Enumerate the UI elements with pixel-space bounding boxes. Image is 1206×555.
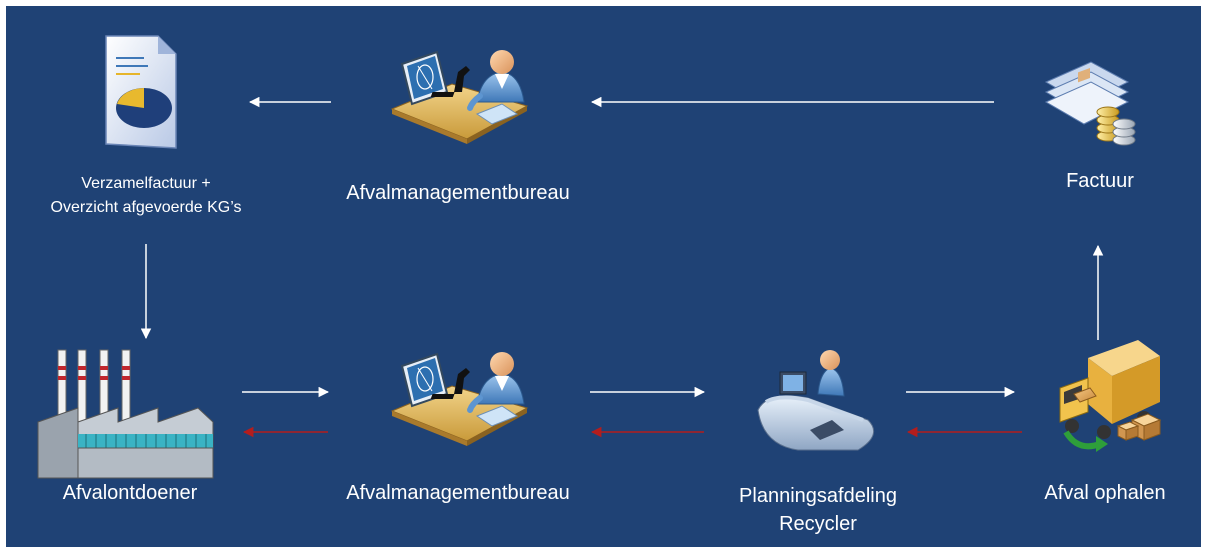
invoice-coins-icon	[1044, 61, 1136, 146]
office-worker-microscope-icon	[392, 352, 527, 446]
pickup-label: Afval ophalen	[1044, 482, 1166, 504]
invoice-label: Factuur	[1066, 170, 1134, 192]
waste-office-bottom-label: Afvalmanagementbureau	[346, 482, 570, 504]
factory-icon	[37, 349, 214, 479]
document-pie-chart-icon	[105, 35, 177, 149]
delivery-truck-icon	[1059, 340, 1162, 452]
planning-label-line2: Recycler	[779, 513, 857, 535]
invoice-summary-label-line1: Verzamelfactuur +	[81, 175, 211, 192]
office-worker-microscope-icon	[392, 50, 527, 144]
planning-label-line1: Planningsafdeling	[739, 485, 897, 507]
waste-producer-label: Afvalontdoener	[62, 482, 198, 504]
planning-label: Planningsafdeling Recycler	[708, 482, 928, 538]
invoice-summary-label-line2: Overzicht afgevoerde KG’s	[50, 199, 242, 216]
invoice-summary-label: Verzamelfactuur + Overzicht afgevoerde K…	[10, 172, 282, 220]
dispatcher-workstation-icon	[757, 350, 875, 451]
waste-office-top-label: Afvalmanagementbureau	[346, 182, 570, 204]
